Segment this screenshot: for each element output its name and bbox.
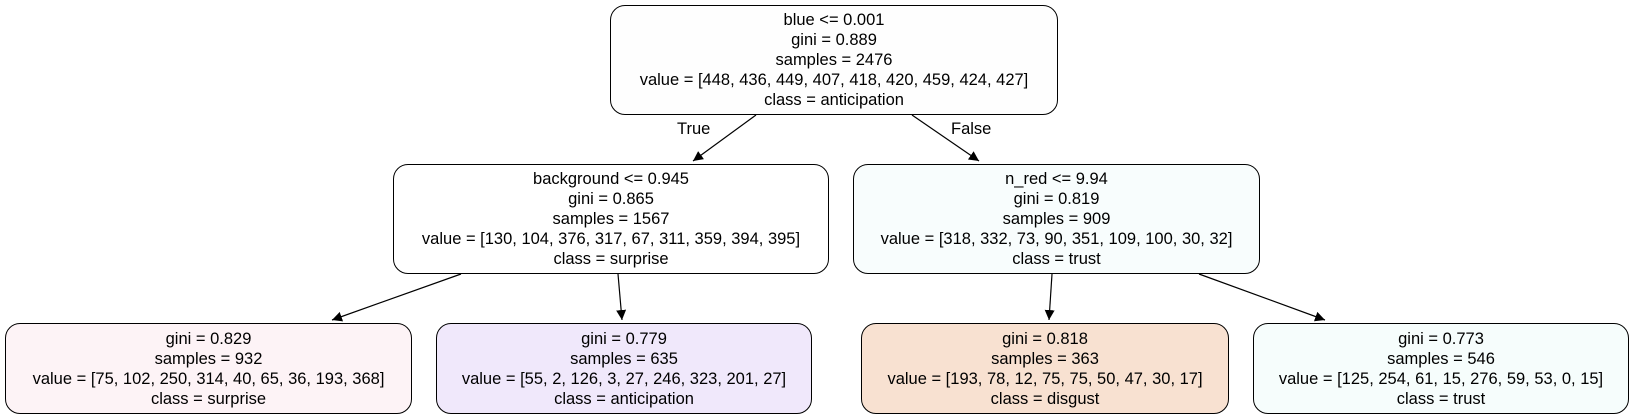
node-value: value = [130, 104, 376, 317, 67, 311, 35… [421,230,801,248]
leaf-node-right-left: gini = 0.818 samples = 363 value = [193,… [861,323,1229,414]
leaf-node-left-left: gini = 0.829 samples = 932 value = [75, … [5,323,412,414]
node-samples: samples = 363 [991,349,1099,368]
node-gini: gini = 0.865 [568,190,654,208]
edge-left-to-left-left [331,273,462,322]
edge-label-true: True [677,120,711,138]
node-gini: gini = 0.819 [1013,190,1100,208]
node-class: class = disgust [990,389,1100,408]
leaf-node-right-right: gini = 0.773 samples = 546 value = [125,… [1253,323,1629,414]
node-gini: gini = 0.773 [1398,329,1484,348]
left-node: background <= 0.945 gini = 0.865 samples… [393,164,829,274]
node-samples: samples = 1567 [552,210,670,228]
edge-right-to-right-left [1044,273,1055,321]
node-samples: samples = 909 [1002,210,1111,228]
leaf-node-left-right: gini = 0.779 samples = 635 value = [55, … [436,323,812,414]
edge-root-to-left [692,114,757,162]
edge-root-to-right [911,114,980,162]
node-split-condition: n_red <= 9.94 [1005,170,1108,188]
edge-label-false: False [951,120,992,138]
node-class: class = anticipation [764,91,904,109]
node-gini: gini = 0.829 [165,329,252,348]
node-class: class = anticipation [554,389,694,408]
node-value: value = [55, 2, 126, 3, 27, 246, 323, 20… [461,369,787,388]
edge-left-to-left-right [616,273,627,321]
node-class: class = trust [1396,389,1486,408]
node-value: value = [125, 254, 61, 15, 276, 59, 53, … [1278,369,1604,388]
root-node: blue <= 0.001 gini = 0.889 samples = 247… [610,5,1058,115]
node-value: value = [318, 332, 73, 90, 351, 109, 100… [880,230,1233,248]
edge-right-to-right-right [1198,273,1326,322]
node-class: class = surprise [150,389,267,408]
right-node: n_red <= 9.94 gini = 0.819 samples = 909… [853,164,1260,274]
node-value: value = [75, 102, 250, 314, 40, 65, 36, … [32,369,385,388]
node-class: class = trust [1012,250,1101,268]
node-gini: gini = 0.779 [581,329,667,348]
node-value: value = [193, 78, 12, 75, 75, 50, 47, 30… [887,369,1203,388]
node-gini: gini = 0.818 [1002,329,1088,348]
node-samples: samples = 932 [154,349,263,368]
node-samples: samples = 2476 [775,51,893,69]
node-samples: samples = 546 [1387,349,1495,368]
node-samples: samples = 635 [570,349,678,368]
node-class: class = surprise [553,250,669,268]
node-gini: gini = 0.889 [791,31,877,49]
node-split-condition: blue <= 0.001 [783,11,885,29]
node-split-condition: background <= 0.945 [533,170,689,188]
node-value: value = [448, 436, 449, 407, 418, 420, 4… [639,71,1029,89]
